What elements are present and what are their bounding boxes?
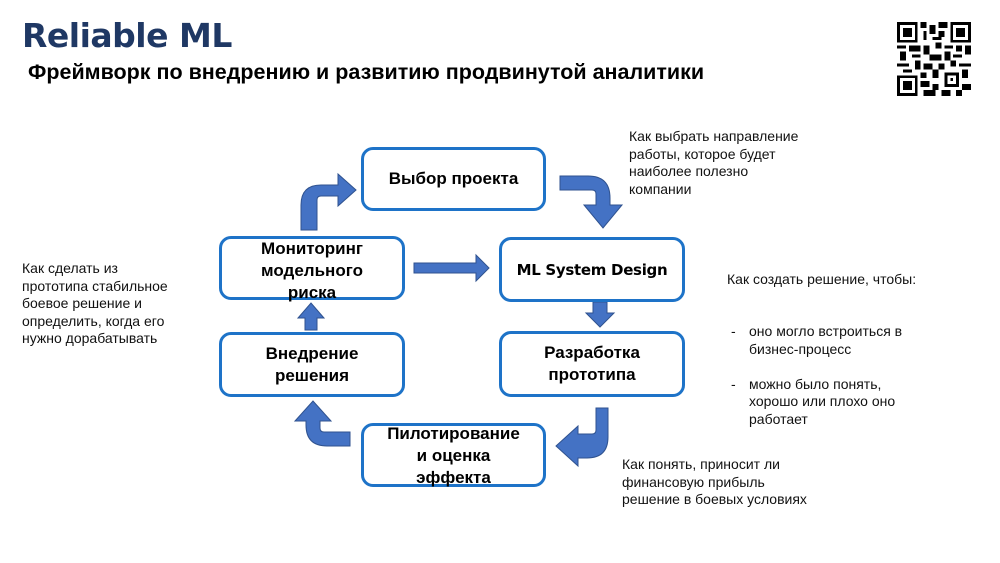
node-label: ML System Design <box>516 260 668 279</box>
node-ml-system-design: ML System Design <box>499 237 685 302</box>
page-subtitle: Фреймворк по внедрению и развитию продви… <box>28 60 705 84</box>
brand-title: Reliable ML <box>22 16 232 55</box>
node-label: Мониторинг модельного риска <box>261 239 363 302</box>
note-project-choice: Как выбрать направление работы, которое … <box>629 128 799 197</box>
arrow-pilot-to-deployment <box>293 400 351 447</box>
arrow-prototype-to-pilot <box>555 407 609 468</box>
note-design-intro: Как создать решение, чтобы: <box>727 270 917 287</box>
node-label: Разработка прототипа <box>544 343 640 384</box>
node-prototype: Разработка прототипа <box>499 331 685 397</box>
note-design-bullets: оно могло встроиться в бизнес-процесс мо… <box>727 306 916 446</box>
node-project-choice: Выбор проекта <box>361 147 546 211</box>
arrow-deployment-to-monitoring <box>296 302 326 331</box>
node-deployment: Внедрение решения <box>219 332 405 397</box>
arrow-design-to-prototype <box>584 301 616 328</box>
node-label: Внедрение решения <box>265 343 359 385</box>
note-pilot: Как понять, приносит ли финансовую прибы… <box>622 456 807 507</box>
node-label: Пилотирование и оценка эффекта <box>387 424 520 487</box>
node-label: Выбор проекта <box>388 169 519 188</box>
qr-code-icon <box>897 22 971 96</box>
note-design-bullet: можно было понять, хорошо или плохо оно … <box>727 376 916 429</box>
note-monitoring: Как сделать из прототипа стабильное боев… <box>22 260 168 346</box>
arrow-project-to-design <box>559 175 624 229</box>
node-pilot: Пилотирование и оценка эффекта <box>361 423 546 487</box>
arrow-monitoring-to-project <box>300 172 357 231</box>
arrow-monitoring-to-design <box>413 253 490 283</box>
node-monitoring: Мониторинг модельного риска <box>219 236 405 302</box>
note-design-bullet: оно могло встроиться в бизнес-процесс <box>727 323 916 358</box>
note-design: Как создать решение, чтобы: оно могло вс… <box>727 253 916 463</box>
